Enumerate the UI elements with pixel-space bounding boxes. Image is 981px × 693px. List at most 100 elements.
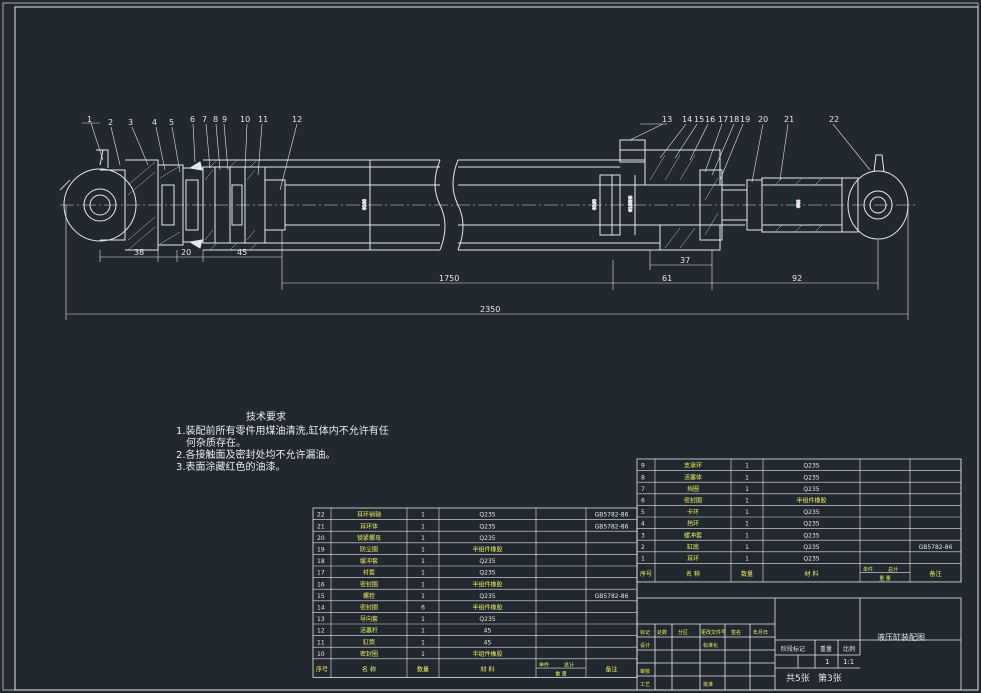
bom-cell-name: 缸底 [687,543,699,551]
bom-cell-material: Q235 [479,512,495,519]
bom-cell-qty: 1 [745,544,749,551]
bom-cell-no: 3 [641,532,645,539]
inner-border [14,6,979,691]
balloon-20: 20 [758,115,768,124]
svg-text:Φ80: Φ80 [796,199,801,208]
bom-cell-note: GB5782-86 [919,544,953,551]
bom-cell-name: 卡环 [687,508,699,516]
bom-cell-name: 挡环 [687,520,699,528]
tb-r1-0: 标记 [640,629,650,636]
bom-cell-name: 缓冲套 [684,531,702,539]
bom-cell-name: 密封圈 [360,650,378,658]
bom-cell-material: Q235 [803,463,819,470]
svg-text:Φ160: Φ160 [592,199,597,210]
balloon-4: 4 [152,118,157,127]
bom-cell-material: Q235 [803,509,819,516]
bom-header-w1: 单件 [539,661,549,668]
bom-cell-material: Q235 [479,523,495,530]
balloon-10: 10 [240,115,250,124]
tb-r3-0: 审核 [640,668,650,675]
tb-r2-3: 标准化 [703,642,718,649]
bom-cell-material: Q235 [479,616,495,623]
bom-cell-name: 密封圈 [684,497,702,505]
technical-requirements: 技术要求 1.装配前所有零件用煤油清洗,缸体内不允许有任 何杂质存在。 2.各接… [176,412,389,474]
bom-cell-no: 14 [317,605,325,612]
stage-mark-label: 阶段标记 [781,645,805,653]
bom-cell-material: Q235 [479,535,495,542]
bom-cell-name: 耳环 [687,556,699,563]
bom-cell-no: 9 [641,463,645,470]
bom-cell-material: Q235 [803,556,819,563]
balloon-14: 14 [682,115,692,124]
balloon-13: 13 [662,115,672,124]
balloon-11: 11 [258,115,268,124]
bom-header-3: 材 料 [805,570,819,578]
weight-label: 重量 [820,645,832,653]
bom-cell-no: 6 [641,498,645,505]
bom-header-w1: 单件 [863,566,873,573]
balloon-15: 15 [694,115,704,124]
dim-37: 37 [680,256,690,265]
bom-cell-qty: 1 [421,639,425,646]
bom-cell-name: 缸筒 [363,638,375,646]
bom-cell-no: 5 [641,509,645,516]
bom-cell-name: 密封圈 [360,604,378,612]
piston-assembly [188,161,286,249]
bom-cell-qty: 1 [745,474,749,481]
bom-cell-qty: 1 [745,463,749,470]
bom-cell-material: Q235 [479,593,495,600]
bom-cell-material: Q235 [803,486,819,493]
tb-r1-1: 处数 [657,629,667,636]
balloon-numbers: 1 2 3 4 5 6 7 8 9 10 11 12 13 14 15 16 1… [87,115,839,127]
bom-cell-name: 活塞杆 [360,627,378,635]
bom-cell-name: 挡圈 [687,485,699,493]
bom-cell-no: 13 [317,616,325,623]
dimension-lines [65,205,909,320]
cylinder-head: Φ160 Φ160H8 [592,139,723,251]
bom-cell-no: 22 [317,512,325,519]
bom-cell-material: 半组件橡胶 [472,580,502,588]
left-eye-ring [59,149,137,242]
balloon-12: 12 [292,115,302,124]
bom-cell-material: 半组件橡胶 [796,497,826,505]
bom-cell-qty: 6 [421,605,425,612]
bom-cell-material: 半组件橡胶 [472,546,502,554]
bom-cell-no: 2 [641,544,645,551]
bom-header-w2: 总计 [888,566,898,573]
bom-cell-name: 支承环 [684,462,702,470]
bom-cell-qty: 1 [421,512,425,519]
bom-cell-qty: 1 [421,628,425,635]
tb-r1-2: 分区 [678,629,688,636]
bom-cell-qty: 1 [745,556,749,563]
bom-cell-qty: 1 [745,509,749,516]
balloon-6: 6 [190,115,195,124]
balloon-7: 7 [202,115,207,124]
dim-92: 92 [792,274,802,283]
balloon-3: 3 [128,118,133,127]
bom-cell-material: Q235 [479,570,495,577]
tech-req-title: 技术要求 [246,412,286,423]
bom-cell-no: 19 [317,547,325,554]
bom-cell-qty: 1 [421,581,425,588]
balloon-5: 5 [169,118,174,127]
bom-cell-material: Q235 [803,521,819,528]
bom-cell-qty: 1 [421,616,425,623]
bom-cell-qty: 1 [421,547,425,554]
balloon-1: 1 [87,115,92,124]
bom-cell-no: 1 [641,556,645,563]
bom-header-2: 数量 [417,666,429,674]
bom-cell-no: 18 [317,558,325,565]
sheet-number: 第3张 [818,672,842,684]
bom-cell-note: GB5782-86 [595,512,629,519]
dim-1750: 1750 [439,274,459,283]
drawing-name: 液压缸装配图 [877,632,925,642]
balloon-19: 19 [740,115,750,124]
bom-cell-no: 12 [317,628,325,635]
bom-cell-qty: 1 [421,651,425,658]
bom-cell-name: 缓冲套 [360,557,378,565]
bom-header-1: 名 称 [362,666,376,674]
bom-cell-material: 半组件橡胶 [472,650,502,658]
tb-r1-5: 年月日 [753,629,768,636]
